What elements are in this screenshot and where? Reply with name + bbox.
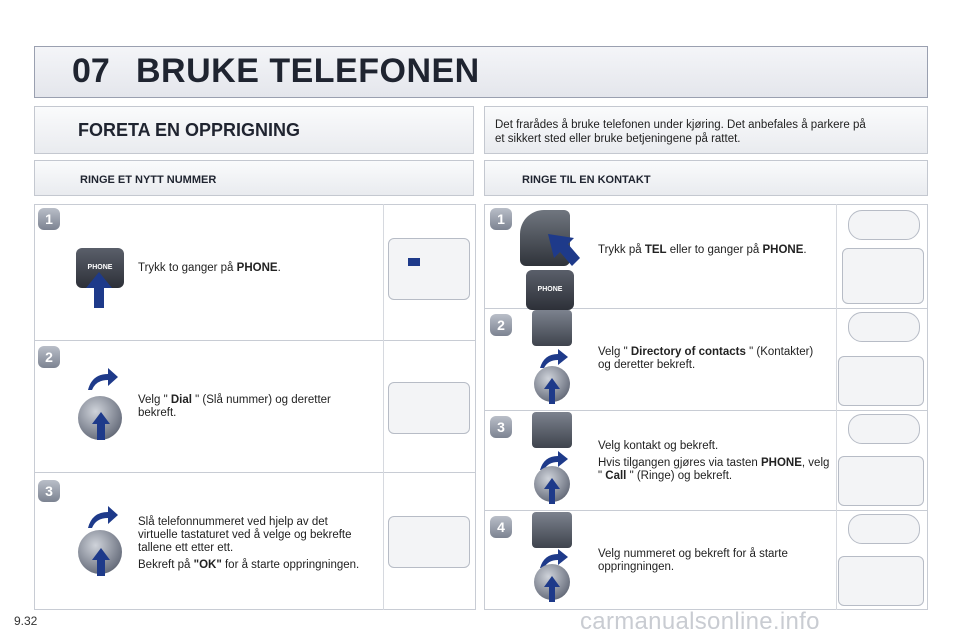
press-arrow-icon	[86, 272, 112, 308]
step-number: 2	[38, 346, 60, 368]
divider	[484, 308, 928, 309]
chapter-banner	[34, 46, 928, 98]
radio-unit-icon	[388, 238, 470, 300]
jog-control-icon	[532, 512, 572, 548]
steering-wheel-icon	[848, 414, 920, 444]
radio-unit-icon	[388, 516, 470, 568]
press-arrow-icon	[544, 478, 560, 504]
rotate-arrow-icon	[540, 349, 568, 368]
step-number: 3	[38, 480, 60, 502]
section-box	[34, 106, 474, 154]
step-number: 3	[490, 416, 512, 438]
chapter-title: BRUKE TELEFONEN	[136, 52, 480, 90]
jog-control-icon	[532, 310, 572, 346]
right-subtitle: RINGE TIL EN KONTAKT	[522, 174, 651, 186]
radio-unit-icon	[838, 456, 924, 506]
section-title: FORETA EN OPPRIGNING	[78, 120, 301, 140]
divider	[836, 204, 837, 610]
chapter-number: 07	[72, 52, 110, 90]
radio-unit-icon	[842, 248, 924, 304]
watermark: carmanualsonline.info	[580, 608, 820, 635]
step-number: 1	[490, 208, 512, 230]
rotate-arrow-icon	[88, 506, 118, 528]
left-subtitle-box	[34, 160, 474, 196]
divider	[484, 410, 928, 411]
press-arrow-icon	[92, 548, 110, 576]
warning-text: Det frarådes å bruke telefonen under kjø…	[495, 119, 866, 145]
left-subtitle: RINGE ET NYTT NUMMER	[80, 174, 217, 186]
divider	[484, 510, 928, 511]
rotate-arrow-icon	[88, 368, 118, 390]
step-text: Velg kontakt og bekreft.Hvis tilgangen g…	[598, 440, 830, 482]
radio-unit-icon	[838, 556, 924, 606]
step-text: Velg nummeret og bekreft for å starte op…	[598, 548, 788, 573]
step-text: Trykk to ganger på PHONE.	[138, 262, 281, 274]
press-arrow-icon	[544, 576, 560, 602]
steering-wheel-icon	[848, 312, 920, 342]
step-number: 1	[38, 208, 60, 230]
right-subtitle-box	[484, 160, 928, 196]
page-number: 9.32	[14, 614, 38, 628]
steering-wheel-icon	[848, 210, 920, 240]
phone-button-icon: PHONE	[76, 248, 124, 288]
step-text: Velg " Directory of contacts " (Kontakte…	[598, 346, 814, 371]
radio-unit-icon	[388, 382, 470, 434]
step-number: 2	[490, 314, 512, 336]
step-number: 4	[490, 516, 512, 538]
rotate-arrow-icon	[540, 549, 568, 568]
warning-box	[484, 106, 928, 154]
steering-wheel-icon	[848, 514, 920, 544]
divider	[34, 340, 476, 341]
highlight-icon	[408, 258, 420, 266]
jog-control-icon	[532, 412, 572, 448]
step-text: Trykk på TEL eller to ganger på PHONE.	[598, 244, 807, 256]
divider	[383, 204, 384, 610]
step-text: Velg " Dial " (Slå nummer) og deretter b…	[138, 394, 331, 419]
radio-unit-icon	[838, 356, 924, 406]
press-arrow-icon	[548, 234, 580, 266]
press-arrow-icon	[544, 378, 560, 404]
divider	[34, 472, 476, 473]
phone-button-icon: PHONE	[526, 270, 574, 310]
step-text: Slå telefonnummeret ved hjelp av det vir…	[138, 516, 360, 571]
rotate-arrow-icon	[540, 451, 568, 470]
press-arrow-icon	[92, 412, 110, 440]
